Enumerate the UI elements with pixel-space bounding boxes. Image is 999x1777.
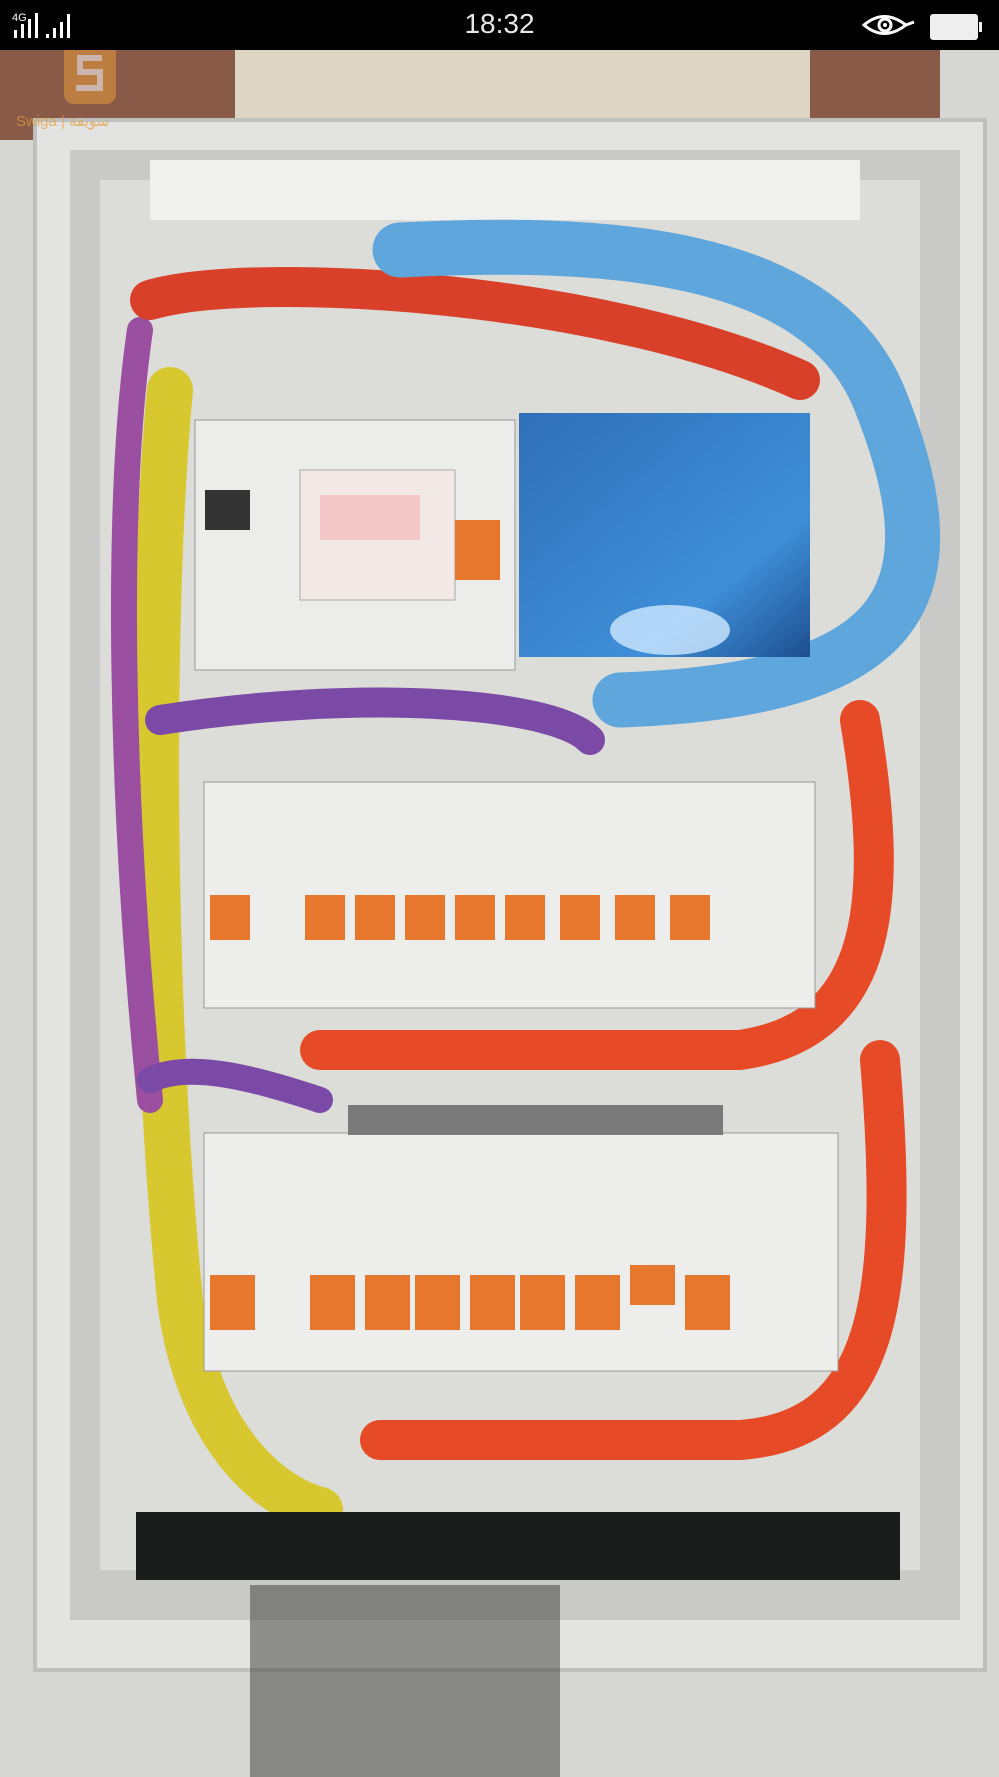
battery-icon	[930, 14, 982, 40]
clock: 18:32	[464, 8, 535, 39]
electrical-panel-photo	[0, 50, 999, 1777]
signal-icon: 4G	[12, 12, 70, 38]
eye-icon	[862, 15, 915, 35]
watermark-logo	[64, 42, 116, 104]
network-type: 4G	[12, 12, 27, 24]
watermark-text: Swiga | سويقة	[16, 113, 110, 130]
status-bar: 4G 18:32	[0, 0, 999, 50]
